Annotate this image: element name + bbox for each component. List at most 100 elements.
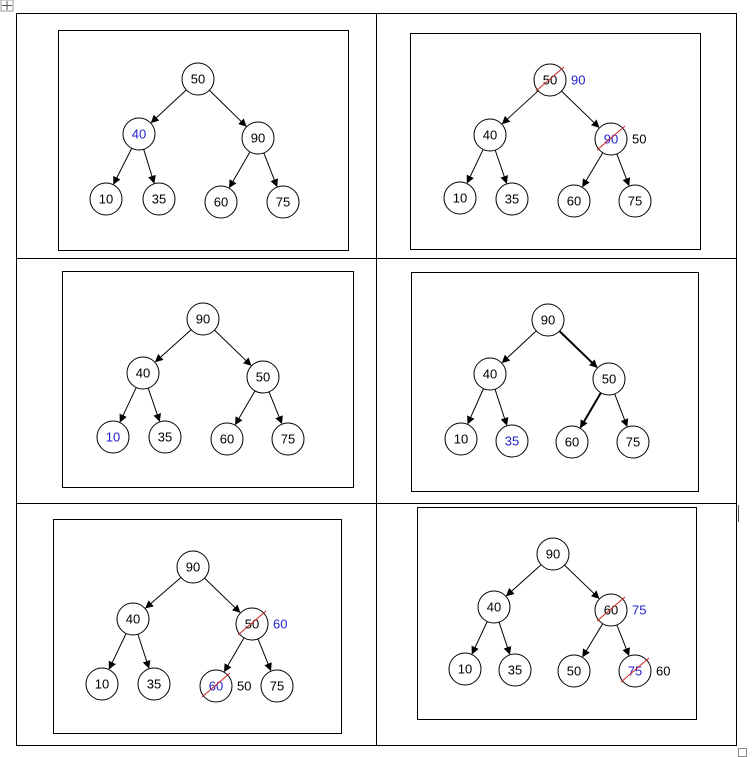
node-circle: [126, 356, 160, 390]
panel-frame: [417, 507, 697, 720]
node-circle: [246, 360, 280, 394]
node-circle: [271, 422, 305, 456]
node-circle: [137, 667, 171, 701]
edge-arrow: [561, 90, 600, 128]
tree-node: 10: [444, 422, 478, 456]
node-circle: [448, 652, 482, 686]
tree-node: 75: [260, 669, 294, 703]
node-label: 90: [541, 313, 555, 328]
node-circle: [495, 182, 529, 216]
node-circle: [616, 425, 650, 459]
tree-node: 50: [592, 362, 626, 396]
edge-arrow: [471, 621, 488, 655]
edge-arrow: [257, 638, 272, 672]
tree-node: 40: [126, 356, 160, 390]
tree-node: 10: [89, 182, 123, 216]
node-label: 90: [546, 547, 560, 562]
node-circle: [142, 182, 176, 216]
node-circle: [477, 590, 511, 624]
tree-node: 90: [531, 303, 565, 337]
node-label: 35: [147, 677, 161, 692]
node-circle: [531, 303, 565, 337]
edge-arrow: [119, 387, 137, 423]
edge-arrow: [498, 622, 512, 655]
node-circle: [555, 425, 589, 459]
node-circle: [148, 420, 182, 454]
edge-arrow: [558, 330, 598, 368]
move-cross-icon[interactable]: [0, 0, 14, 12]
strike-mark: [237, 610, 267, 636]
node-circle: [473, 118, 507, 152]
tree-node: 60: [204, 185, 238, 219]
node-label: 40: [126, 612, 140, 627]
edge-arrow: [268, 391, 283, 425]
edge-arrow: [505, 564, 542, 597]
edge-arrow: [204, 577, 241, 613]
panel-frame: [411, 272, 699, 492]
tree-node: 50: [557, 654, 591, 688]
node-label: 60: [565, 435, 579, 450]
tree-node: 50: [181, 62, 215, 96]
node-circle: [444, 422, 478, 456]
node-circle: [241, 121, 275, 155]
node-label: 40: [132, 127, 146, 142]
node-label: 10: [453, 191, 467, 206]
node-circle: [473, 357, 507, 391]
tree-node: 75: [616, 425, 650, 459]
node-label: 50: [567, 664, 581, 679]
node-label: 60: [214, 195, 228, 210]
swap-note: 50: [632, 132, 646, 147]
panel-frame: [410, 33, 701, 250]
node-label: 35: [505, 434, 519, 449]
tree-node: 10: [96, 420, 130, 454]
strike-mark: [201, 672, 231, 698]
tree-node: 40: [473, 118, 507, 152]
tree-node: 40: [477, 590, 511, 624]
tree-node: 10: [85, 667, 119, 701]
swap-note: 60: [273, 617, 287, 632]
tree-node: 35: [137, 667, 171, 701]
node-label: 90: [251, 131, 265, 146]
node-circle: [266, 185, 300, 219]
panel-frame: [53, 519, 342, 734]
edge-arrow: [616, 624, 630, 657]
node-label: 90: [186, 560, 200, 575]
resize-square-icon[interactable]: [738, 748, 747, 757]
tree-node: 35: [495, 182, 529, 216]
node-circle: [176, 550, 210, 584]
node-circle: [260, 669, 294, 703]
tree-node: 35: [142, 182, 176, 216]
tree-node: 90: [241, 121, 275, 155]
edge-arrow: [494, 389, 509, 426]
node-label: 75: [626, 435, 640, 450]
node-circle: [557, 654, 591, 688]
edge-arrow: [209, 89, 247, 127]
swap-note: 90: [571, 73, 585, 88]
node-label: 10: [95, 677, 109, 692]
edge-arrow: [145, 577, 182, 609]
node-label: 35: [508, 663, 522, 678]
node-label: 75: [270, 679, 284, 694]
node-label: 40: [483, 367, 497, 382]
node-label: 35: [505, 192, 519, 207]
swap-note: 75: [632, 603, 646, 618]
node-label: 10: [99, 192, 113, 207]
node-label: 35: [158, 430, 172, 445]
edge-arrow: [501, 330, 537, 364]
tree-node: 35: [498, 653, 532, 687]
tree-node: 90: [186, 302, 220, 336]
edge-arrow: [494, 149, 508, 184]
tree-node: 10: [448, 652, 482, 686]
node-circle: [498, 653, 532, 687]
edge-arrow: [466, 149, 484, 184]
node-circle: [186, 302, 220, 336]
tree-node: 40: [473, 357, 507, 391]
node-label: 90: [196, 312, 210, 327]
strike-mark: [620, 657, 650, 683]
node-circle: [592, 362, 626, 396]
strike-mark: [535, 66, 565, 92]
